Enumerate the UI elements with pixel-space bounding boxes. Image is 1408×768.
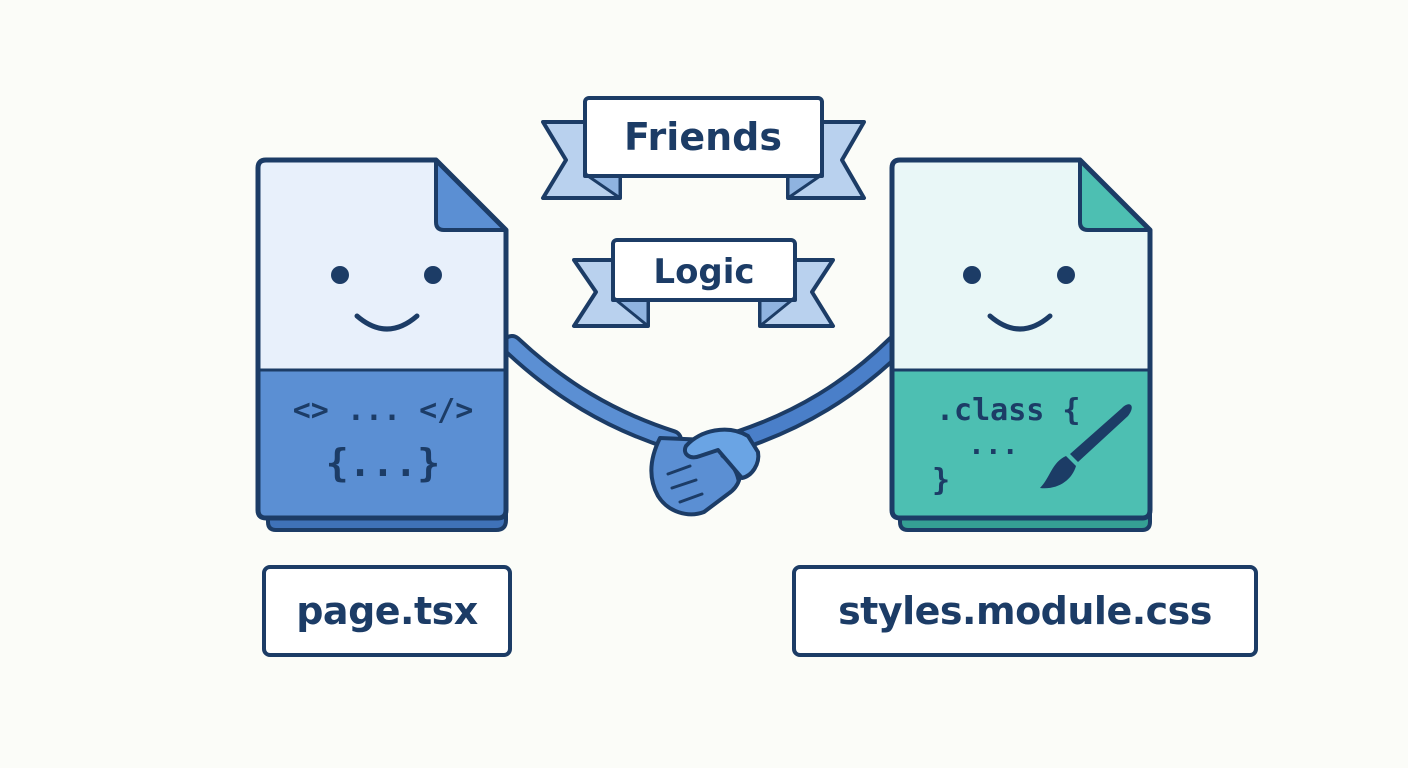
paintbrush-icon — [1040, 404, 1132, 489]
right-file-code-line3: } — [932, 463, 950, 498]
left-file-code-line2: {...} — [326, 441, 440, 485]
right-arm — [729, 334, 907, 451]
handshake-icon — [649, 427, 761, 517]
banner-logic-label: Logic — [653, 252, 754, 292]
right-file-code-line2: ... — [968, 428, 1019, 461]
left-filename-label: page.tsx — [262, 565, 512, 657]
right-filename-label: styles.module.css — [792, 565, 1258, 657]
right-file-eye-right — [1057, 266, 1075, 284]
left-file-eye-right — [424, 266, 442, 284]
left-file-code-line1: <> ... </> — [293, 393, 474, 428]
left-file-smile — [354, 313, 420, 332]
banner-friends-label: Friends — [624, 115, 782, 159]
banner-logic: Logic — [572, 238, 835, 328]
right-file-code-line1: .class { — [936, 393, 1081, 428]
right-file-smile — [987, 313, 1053, 332]
right-file-card: .class { ... } — [889, 157, 1153, 532]
left-file-card: <> ... </> {...} — [255, 157, 509, 532]
banner-friends: Friends — [541, 96, 866, 200]
left-arm — [501, 334, 683, 451]
right-file-eye-left — [963, 266, 981, 284]
left-file-eye-left — [331, 266, 349, 284]
